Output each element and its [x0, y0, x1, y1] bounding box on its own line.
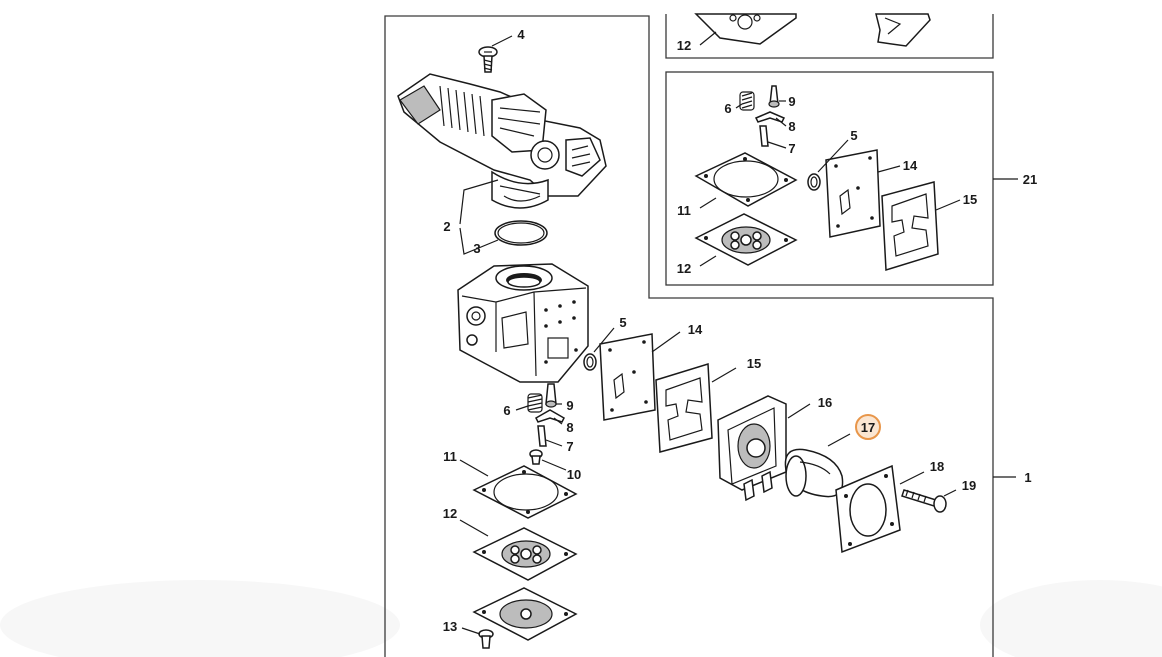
background-shade [980, 580, 1162, 657]
inset-top-callout-12[interactable]: 12 [677, 38, 691, 53]
pump-gasket-icon [881, 181, 939, 271]
throttle-body-icon [397, 73, 607, 209]
o-ring-icon [583, 353, 597, 371]
pin-icon [537, 425, 547, 447]
diaphragm-icon [472, 527, 578, 581]
kit-callout-8[interactable]: 8 [788, 119, 795, 134]
kit-callout-7[interactable]: 7 [788, 141, 795, 156]
callout-17[interactable]: 17 [861, 420, 875, 435]
highlight-circle [855, 414, 881, 440]
callout-1[interactable]: 1 [1024, 470, 1031, 485]
callout-12[interactable]: 12 [443, 506, 457, 521]
pump-gasket-icon [655, 363, 713, 453]
callout-11[interactable]: 11 [443, 449, 457, 464]
diaphragm-icon [694, 213, 798, 266]
metering-plate-icon [472, 587, 578, 641]
inset-kit-parts [694, 85, 939, 271]
o-ring-icon [494, 220, 548, 246]
gasket-icon [472, 465, 578, 519]
kit-callout-15[interactable]: 15 [963, 192, 977, 207]
callout-14[interactable]: 14 [688, 322, 703, 337]
kit-callout-11[interactable]: 11 [677, 203, 691, 218]
pump-diaphragm-icon [599, 333, 656, 421]
callout-13[interactable]: 13 [443, 619, 457, 634]
callout-18[interactable]: 18 [930, 459, 944, 474]
primer-bulb-icon [784, 448, 844, 498]
spring-icon [739, 91, 755, 111]
screw-icon [478, 629, 494, 649]
kit-callout-5[interactable]: 5 [850, 128, 857, 143]
spring-icon [527, 393, 543, 413]
callout-15[interactable]: 15 [747, 356, 761, 371]
flange-icon [835, 464, 901, 554]
callout-16[interactable]: 16 [818, 395, 832, 410]
callout-21[interactable]: 21 [1023, 172, 1037, 187]
pump-cover-icon [717, 395, 787, 502]
callout-7[interactable]: 7 [566, 439, 573, 454]
callout-10[interactable]: 10 [567, 467, 581, 482]
main-frame [384, 15, 994, 657]
pump-diaphragm-icon [825, 149, 881, 238]
o-ring-icon [807, 173, 821, 191]
inset-top-frame [665, 14, 994, 59]
needle-icon [545, 383, 557, 408]
screw-icon [901, 489, 947, 513]
carburetor-body-icon [457, 263, 589, 383]
kit-callout-12[interactable]: 12 [677, 261, 691, 276]
kit-callout-9[interactable]: 9 [788, 94, 795, 109]
callout-9[interactable]: 9 [566, 398, 573, 413]
screw-icon [478, 46, 498, 73]
callout-8[interactable]: 8 [566, 420, 573, 435]
needle-icon [768, 85, 780, 108]
inset-top-parts [694, 13, 931, 47]
callout-3[interactable]: 3 [473, 241, 480, 256]
gasket-icon [694, 152, 798, 207]
callout-6[interactable]: 6 [503, 403, 510, 418]
kit-callout-6[interactable]: 6 [724, 101, 731, 116]
screw-icon [529, 449, 543, 465]
callout-4[interactable]: 4 [517, 27, 525, 42]
pin-icon [759, 125, 769, 147]
callout-2[interactable]: 2 [443, 219, 450, 234]
lever-icon [535, 409, 565, 423]
background-shade [0, 580, 400, 657]
callout-19[interactable]: 19 [962, 478, 976, 493]
kit-callout-14[interactable]: 14 [903, 158, 918, 173]
callout-5[interactable]: 5 [619, 315, 626, 330]
